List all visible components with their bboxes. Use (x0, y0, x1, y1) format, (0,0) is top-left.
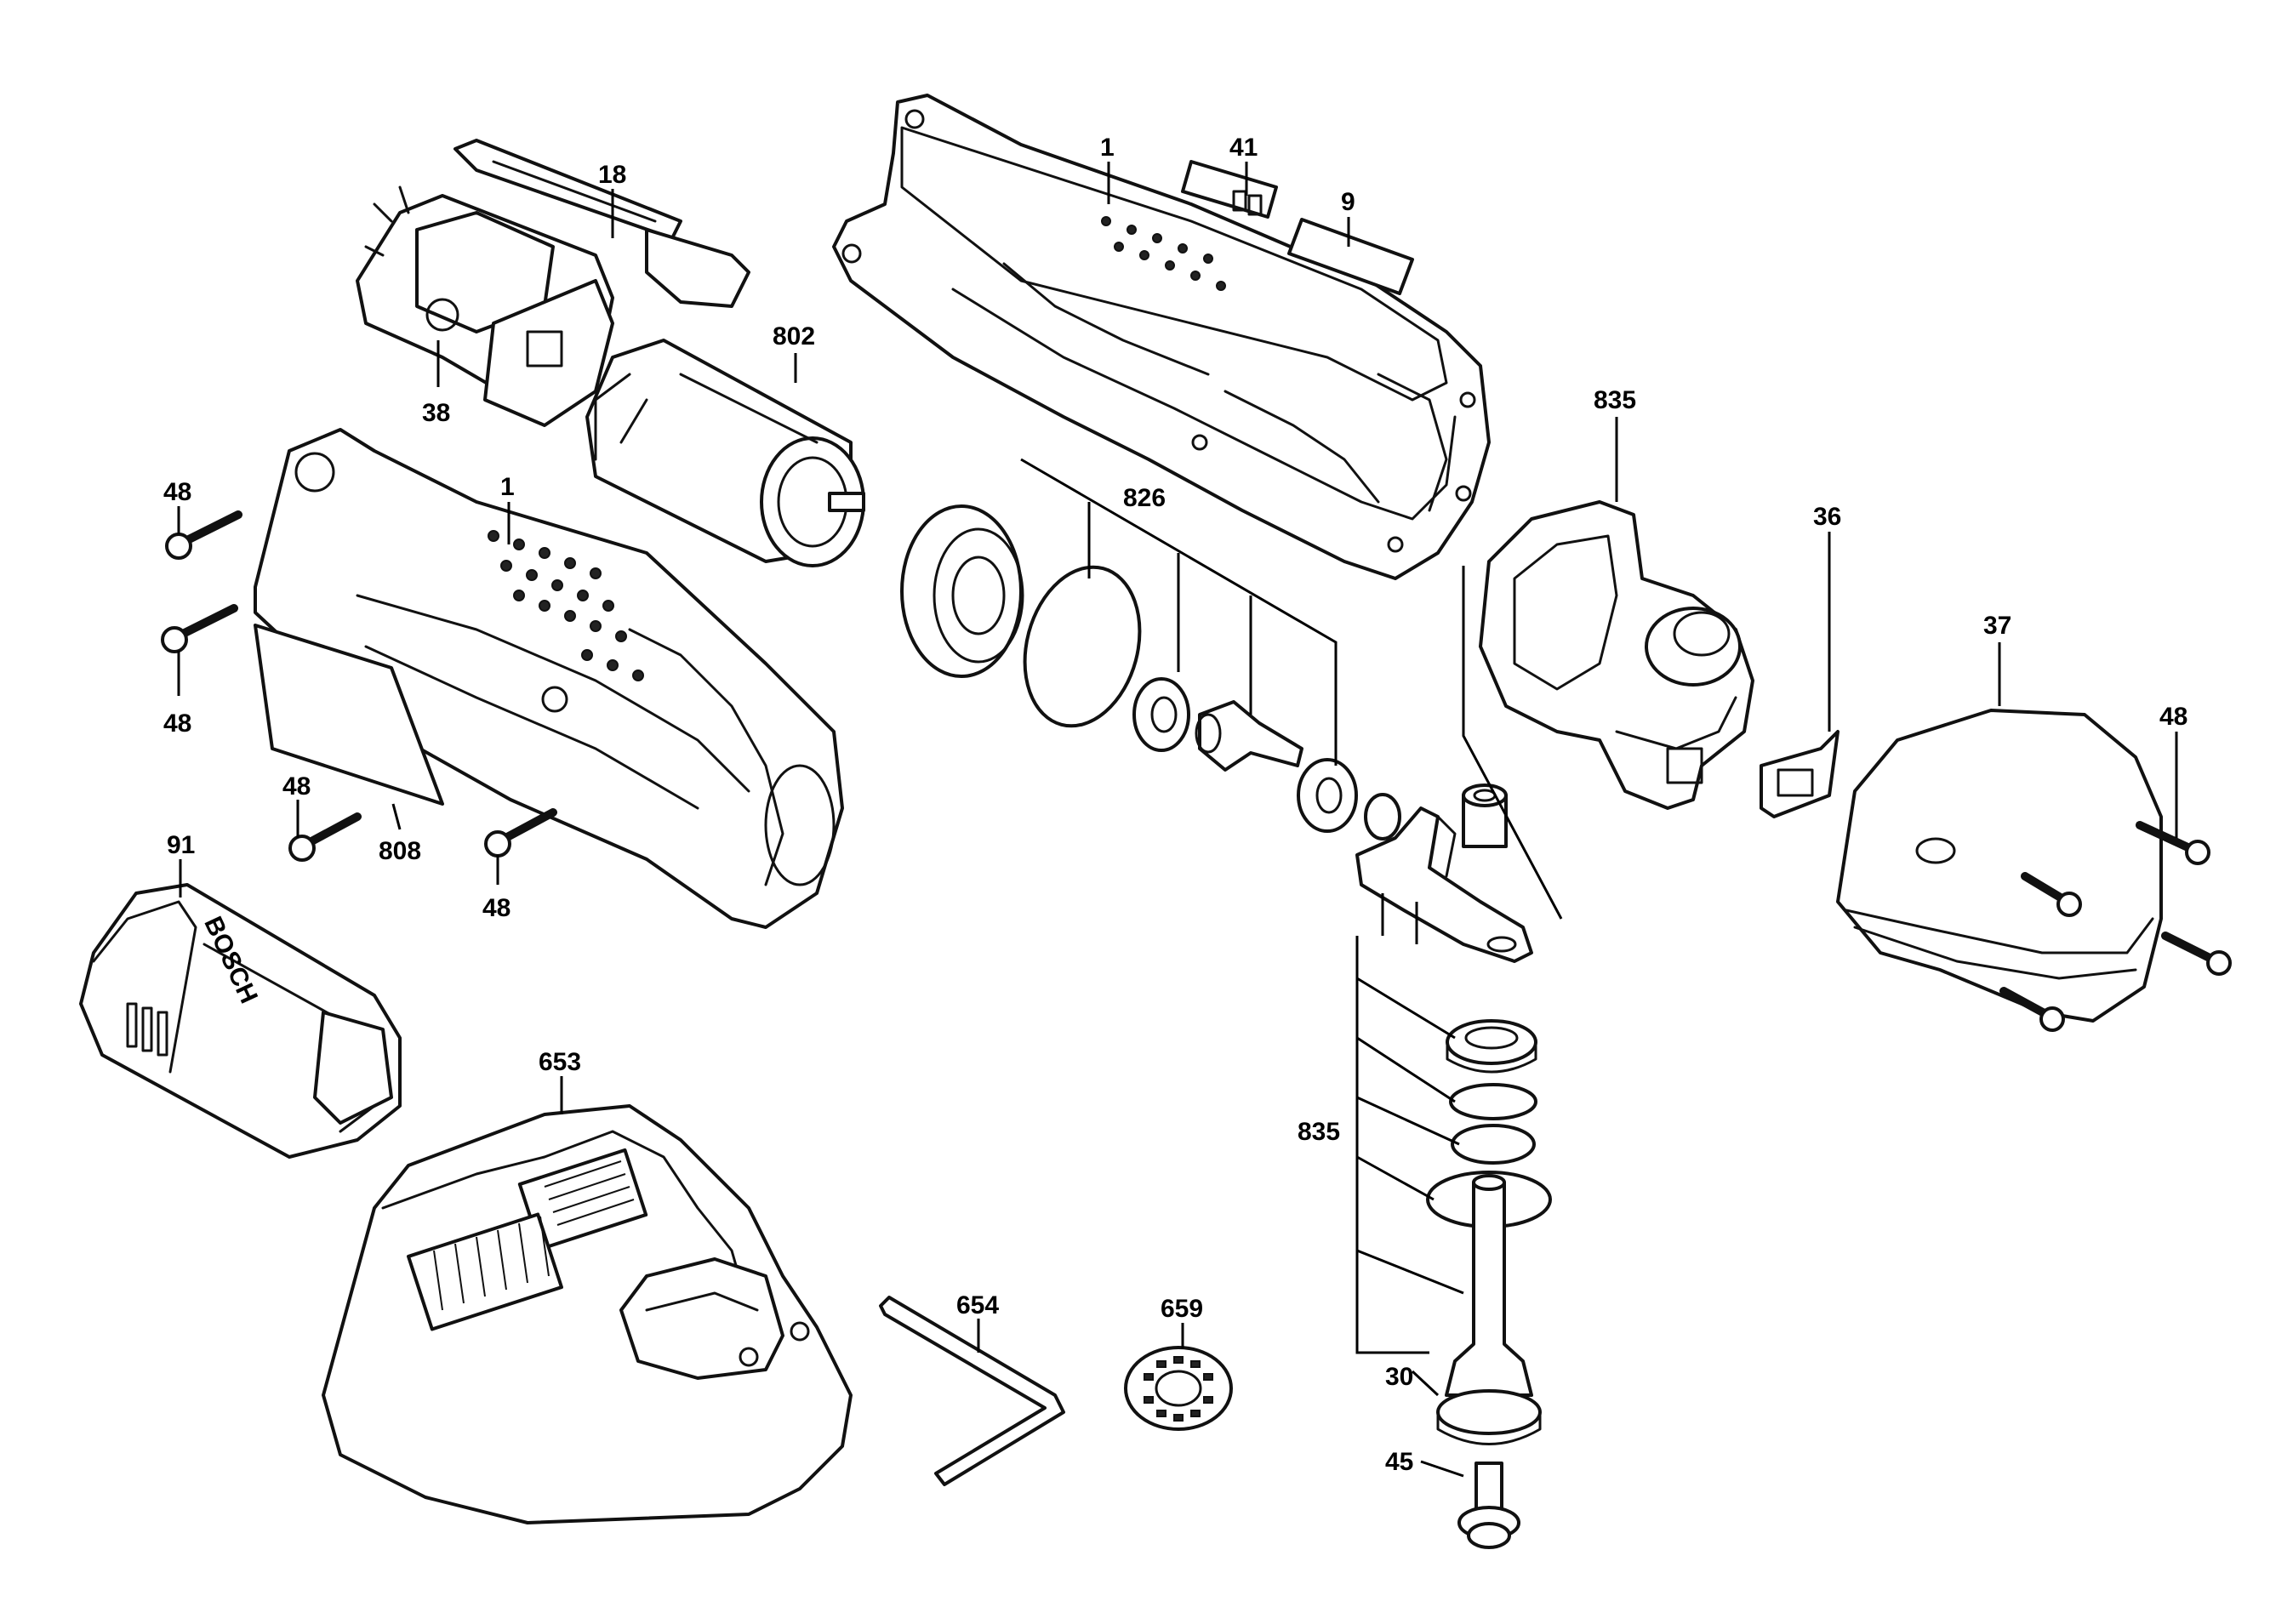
switch-slider (453, 139, 750, 308)
bearing-small (1132, 677, 1190, 752)
eccentric-shaft (1195, 700, 1303, 772)
screw-48-d (484, 808, 557, 858)
bracket-835-mid (1355, 893, 1464, 1354)
callout-30: 30 (1385, 1363, 1413, 1391)
leader-lines (177, 162, 2178, 1478)
screw-48-b (161, 604, 238, 653)
spindle-bearing (1446, 1019, 1537, 1074)
callout-1-top: 1 (1100, 134, 1115, 162)
vent-holes-left (488, 530, 644, 681)
callout-41: 41 (1229, 134, 1258, 162)
bushing (1364, 793, 1401, 840)
clamping-screw (1457, 1462, 1520, 1549)
clip (1760, 730, 1840, 818)
callout-48-a: 48 (163, 478, 191, 506)
o-ring (1023, 565, 1142, 728)
screw-48-right-d (1999, 987, 2065, 1032)
spindle-retaining-ring (1451, 1124, 1536, 1165)
callout-835-top: 835 (1594, 386, 1636, 414)
charger-vents-2 (407, 1212, 563, 1331)
label-part-808 (254, 624, 444, 806)
hex-key (879, 1296, 1065, 1486)
callout-1-left: 1 (500, 473, 515, 501)
screw-48-c (288, 812, 362, 862)
callout-91: 91 (167, 831, 195, 859)
screw-48-right-c (2161, 932, 2232, 976)
bearing-eccentric (1297, 758, 1358, 833)
callout-802: 802 (773, 322, 815, 350)
callout-48-right: 48 (2159, 703, 2187, 731)
callout-826: 826 (1123, 484, 1166, 512)
callout-48-b: 48 (163, 709, 191, 738)
charger (322, 1104, 853, 1524)
bracket-835-top (1462, 566, 1563, 920)
vent-holes-top (1101, 216, 1226, 291)
callout-18: 18 (598, 161, 626, 189)
callout-654: 654 (956, 1291, 999, 1319)
spindle-shaft (1436, 1174, 1542, 1445)
callout-numbers: 1 41 9 18 802 38 835 36 37 48 826 1 48 4… (163, 134, 2187, 1476)
callout-48-c: 48 (282, 772, 311, 801)
adapter-disc (1124, 1346, 1233, 1431)
housing-left-half (254, 428, 844, 929)
callout-659: 659 (1161, 1295, 1203, 1323)
fork-lever (1355, 806, 1533, 963)
callout-808: 808 (379, 837, 421, 865)
sleeve (1462, 784, 1508, 848)
switch-module (356, 185, 614, 427)
callout-835-mid: 835 (1298, 1118, 1340, 1146)
label-part-41 (1181, 160, 1278, 219)
callout-37: 37 (1983, 612, 2011, 640)
head-cover (1836, 709, 2163, 1023)
callout-653: 653 (539, 1048, 581, 1076)
gear-head-housing (1479, 500, 1754, 810)
callout-45: 45 (1385, 1448, 1413, 1476)
charger-vents-1 (517, 1148, 648, 1251)
callout-38: 38 (422, 399, 450, 427)
label-part-9 (1287, 218, 1414, 295)
motor (585, 339, 865, 567)
housing-top-half (832, 94, 1491, 580)
callout-36: 36 (1813, 503, 1841, 531)
screw-48-right-a (2136, 821, 2210, 865)
callout-48-d: 48 (482, 894, 511, 922)
screw-48-right-b (2021, 872, 2082, 917)
bracket-826 (1020, 458, 1338, 766)
callout-9: 9 (1341, 188, 1355, 216)
battery-grip-ribs (126, 1002, 168, 1057)
battery-pack: BOSCH (79, 883, 402, 1159)
bearing-large (900, 504, 1024, 678)
spindle-washer (1449, 1083, 1537, 1120)
